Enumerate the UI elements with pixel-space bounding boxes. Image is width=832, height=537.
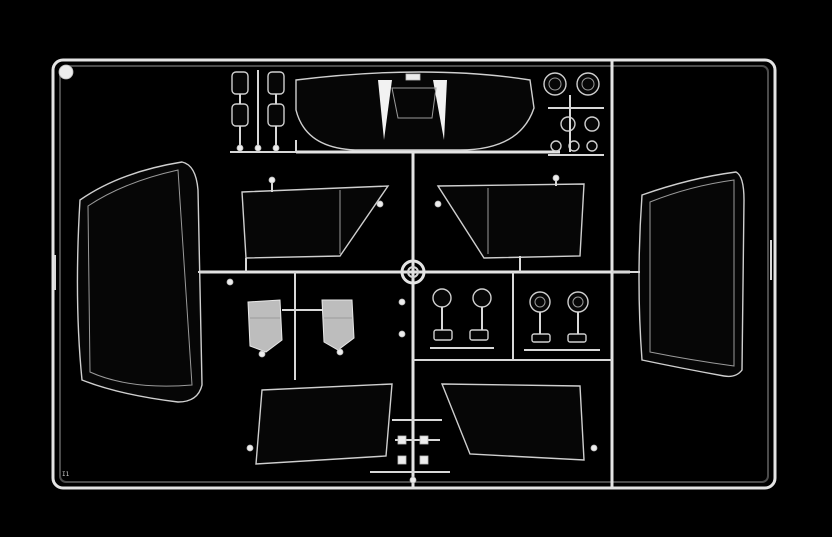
center-lens-cluster — [398, 288, 494, 349]
door-window-lower-left — [246, 383, 413, 465]
sprue-tag-label: I1 — [62, 471, 70, 478]
door-window-upper-right — [434, 174, 585, 272]
small-lens-parts-left — [231, 70, 285, 152]
door-window-upper-left — [241, 176, 390, 272]
right-side-window-part — [612, 171, 745, 378]
headlamp-housing-parts — [226, 278, 355, 358]
frame-corner-tab — [58, 64, 74, 80]
round-lens-parts-right — [543, 72, 604, 156]
windshield-glare-right — [433, 80, 447, 140]
windshield-glare-left — [378, 80, 392, 140]
right-lens-cluster — [524, 291, 600, 351]
door-window-lower-right — [413, 383, 598, 461]
left-side-window-part — [76, 161, 210, 403]
windshield-part — [295, 71, 535, 151]
bottom-small-parts — [397, 435, 429, 484]
sprue-runners — [54, 60, 772, 488]
